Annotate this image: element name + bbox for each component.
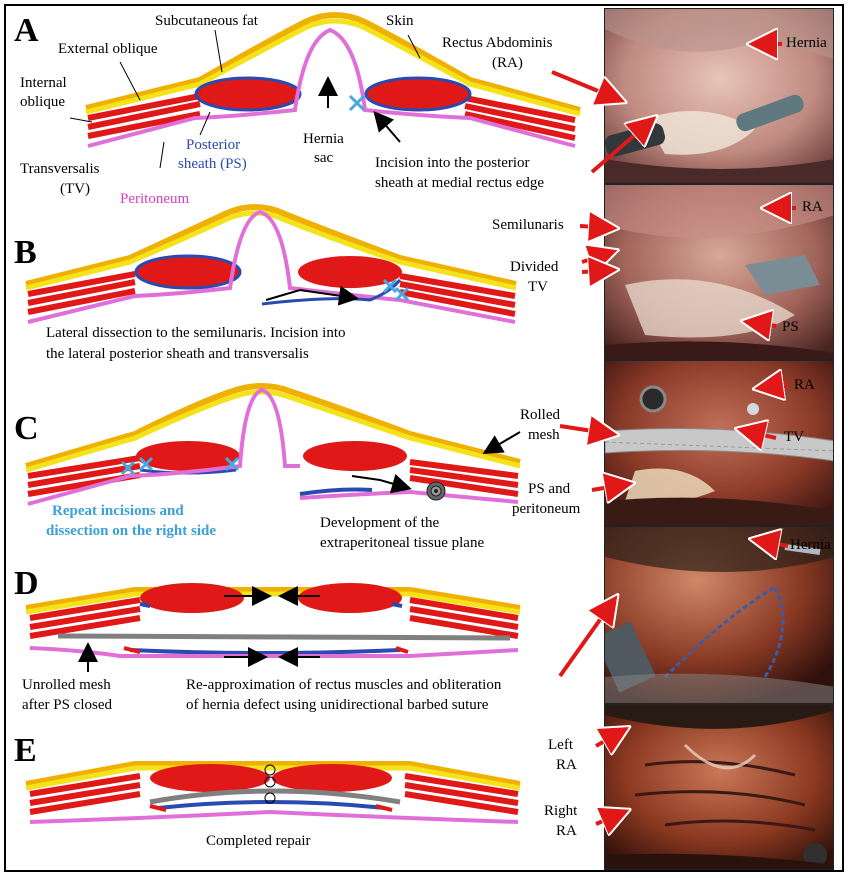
label-unrolled-d-1: Unrolled mesh — [22, 677, 111, 693]
label-posterior-sheath-2: sheath (PS) — [178, 156, 247, 172]
label-rectus-2: (RA) — [492, 55, 523, 71]
panel-c-diagram — [25, 383, 521, 506]
label-repeat-c-2: dissection on the right side — [46, 523, 217, 539]
label-incision-a-2: sheath at medial rectus edge — [375, 175, 545, 191]
label-subcutaneous-fat: Subcutaneous fat — [155, 13, 258, 29]
photo-e-label-right-2: RA — [556, 823, 577, 839]
photo-e — [604, 704, 834, 870]
label-hernia-sac-1: Hernia — [303, 131, 344, 147]
photo-b-label-divided-1: Divided — [510, 259, 559, 275]
panel-letter-a: A — [14, 12, 39, 49]
photo-c-label-rolled-1: Rolled — [520, 407, 560, 423]
panel-d-diagram — [25, 583, 521, 672]
photo-a — [604, 8, 834, 184]
label-rectus-1: Rectus Abdominis — [442, 35, 553, 51]
label-repeat-c-1: Repeat incisions and — [52, 503, 184, 519]
photo-b-label-ra: RA — [802, 199, 823, 215]
label-develop-c-1: Development of the — [320, 515, 440, 531]
panel-b-diagram — [25, 204, 517, 324]
label-lateral-b-2: the lateral posterior sheath and transve… — [46, 346, 309, 362]
photo-b-label-semilunaris: Semilunaris — [492, 217, 564, 233]
photo-d-label-hernia: Hernia — [790, 537, 831, 553]
panel-letter-d: D — [14, 565, 39, 602]
panel-letter-b: B — [14, 234, 37, 271]
photo-c — [604, 360, 834, 526]
panel-letter-c: C — [14, 410, 39, 447]
label-reapprox-d-2: of hernia defect using unidirectional ba… — [186, 697, 489, 713]
label-completed-e: Completed repair — [206, 833, 311, 849]
photo-c-label-ps-1: PS and — [528, 481, 571, 497]
label-peritoneum: Peritoneum — [120, 191, 190, 207]
label-posterior-sheath-1: Posterior — [186, 137, 241, 153]
label-lateral-b-1: Lateral dissection to the semilunaris. I… — [46, 325, 346, 341]
photo-c-label-ra: RA — [794, 377, 815, 393]
label-hernia-sac-2: sac — [314, 150, 334, 166]
photo-b-label-ps: PS — [782, 319, 799, 335]
label-skin: Skin — [386, 13, 414, 29]
photo-b-label-divided-2: TV — [528, 279, 548, 295]
photo-c-label-rolled-2: mesh — [528, 427, 560, 443]
panel-a-diagram — [69, 12, 581, 169]
label-external-oblique: External oblique — [58, 41, 158, 57]
label-reapprox-d-1: Re-approximation of rectus muscles and o… — [186, 677, 502, 693]
photo-e-label-left-1: Left — [548, 737, 573, 753]
panel-letter-e: E — [14, 732, 37, 769]
photo-a-label-hernia: Hernia — [786, 35, 827, 51]
label-transversalis-1: Transversalis — [20, 161, 100, 177]
photo-e-label-right-1: Right — [544, 803, 578, 819]
label-unrolled-d-2: after PS closed — [22, 697, 112, 713]
label-transversalis-2: (TV) — [60, 181, 90, 197]
label-develop-c-2: extraperitoneal tissue plane — [320, 535, 485, 551]
label-internal-oblique-1: Internal — [20, 75, 67, 91]
label-incision-a-1: Incision into the posterior — [375, 155, 530, 171]
photo-c-label-ps-2: peritoneum — [512, 501, 581, 517]
label-internal-oblique-2: oblique — [20, 94, 65, 110]
photo-e-label-left-2: RA — [556, 757, 577, 773]
photo-c-label-tv: TV — [784, 429, 804, 445]
panel-e-diagram — [25, 761, 521, 824]
